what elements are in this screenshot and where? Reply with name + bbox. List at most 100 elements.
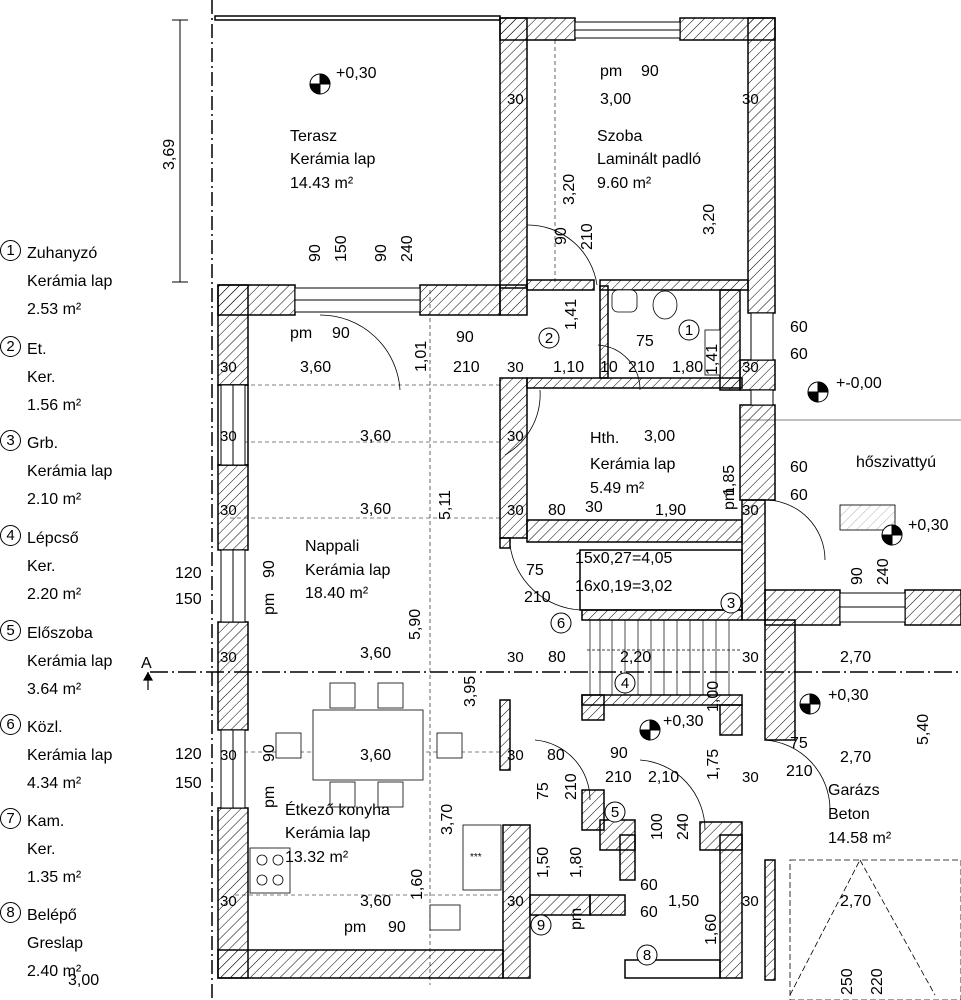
legend-item: 4 Lépcső Ker. 2.20 m² xyxy=(0,525,180,617)
dim-nappali-4: 3,60 xyxy=(360,645,391,662)
level-marker-hall xyxy=(639,719,661,741)
dim-240: 240 xyxy=(399,235,416,262)
legend-item: 1 Zuhanyzó Kerámia lap 2.53 m² xyxy=(0,240,180,332)
room-area-szoba: 9.60 m² xyxy=(597,175,652,192)
dim-80b: 80 xyxy=(548,649,566,666)
dim-100: 1,00 xyxy=(705,681,722,712)
dim-220: 220 xyxy=(869,968,886,995)
legend-room-material: Ker. xyxy=(27,558,56,575)
wt-2: 30 xyxy=(220,428,237,445)
legend-number: 3 xyxy=(0,430,21,451)
legend-room-name: Kam. xyxy=(27,813,65,830)
dim-185: 1,85 xyxy=(721,465,738,496)
dim-90i: 90 xyxy=(261,744,278,762)
dim-210d: 210 xyxy=(605,769,632,786)
room-material-hth: Kerámia lap xyxy=(590,456,675,473)
legend-room-name: Előszoba xyxy=(27,625,93,642)
dim-pm-side-1: pm xyxy=(261,593,278,615)
room-legend: 1 Zuhanyzó Kerámia lap 2.53 m² 2 Et. Ker… xyxy=(0,240,180,1000)
dim-240c: 240 xyxy=(675,813,692,840)
legend-item: 2 Et. Ker. 1.56 m² xyxy=(0,336,180,428)
legend-room-material: Kerámia lap xyxy=(27,273,113,290)
wt-10: 30 xyxy=(507,649,524,666)
dim-pm-nappali: pm xyxy=(290,325,312,342)
level-marker-terasz xyxy=(309,73,331,95)
legend-item: 7 Kam. Ker. 1.35 m² xyxy=(0,808,180,900)
room-material-konyha: Kerámia lap xyxy=(285,825,370,842)
wt-6: 30 xyxy=(220,893,237,910)
legend-item: 3 Grb. Kerámia lap 2.10 m² xyxy=(0,430,180,522)
room-area-garazs: 14.58 m² xyxy=(828,830,892,847)
dim-pm-konyha: pm xyxy=(344,919,366,936)
dim-door-210: 210 xyxy=(453,359,480,376)
dim-bottom-300: 3,00 xyxy=(68,972,99,989)
dim-250: 250 xyxy=(839,968,856,995)
dim-150d: 1,50 xyxy=(535,847,552,878)
dim-60f: 60 xyxy=(790,487,808,504)
dim-141b: 1,41 xyxy=(704,344,721,375)
dim-garazs-540: 5,40 xyxy=(915,714,932,745)
wt-18: 30 xyxy=(742,769,759,786)
level-marker-main xyxy=(807,381,829,403)
wt-12: 30 xyxy=(507,893,524,910)
legend-room-name: Belépő xyxy=(27,907,77,924)
room-name-nappali: Nappali xyxy=(305,538,359,555)
dim-30: 30 xyxy=(585,499,603,516)
room-material-nappali: Kerámia lap xyxy=(305,562,390,579)
dim-210b: 210 xyxy=(628,359,655,376)
legend-room-material: Kerámia lap xyxy=(27,463,113,480)
wt-16: 30 xyxy=(742,502,759,519)
level-markers xyxy=(309,73,903,741)
dim-konyha-2: 3,60 xyxy=(360,893,391,910)
room-level-terasz: +0,30 xyxy=(336,65,377,82)
legend-room-area: 2.53 m² xyxy=(27,301,82,318)
dim-90g: 90 xyxy=(373,244,390,262)
legend-number: 5 xyxy=(0,620,21,641)
wt-7: 30 xyxy=(507,359,524,376)
dim-nappali-1: 3,60 xyxy=(300,359,331,376)
level-label-hoszivattyu: +0,30 xyxy=(908,517,949,534)
windows xyxy=(220,21,906,809)
dim-60c: 60 xyxy=(790,319,808,336)
dim-120b: 120 xyxy=(175,746,202,763)
dim-szoba-width: 3,00 xyxy=(600,91,631,108)
legend-room-area: 1.56 m² xyxy=(27,397,82,414)
wt-3: 30 xyxy=(220,502,237,519)
dim-pm-hth: pm xyxy=(721,488,738,510)
legend-item: 6 Közl. Kerámia lap 4.34 m² xyxy=(0,714,180,806)
wt-14: 30 xyxy=(742,91,759,108)
wt-8: 30 xyxy=(507,428,524,445)
level-label-hall: +0,30 xyxy=(663,713,704,730)
dim-90e: 90 xyxy=(553,227,570,245)
wt-13: 30 xyxy=(507,91,524,108)
wt-19: 30 xyxy=(742,893,759,910)
room-num-8: 8 xyxy=(643,947,651,964)
legend-number: 4 xyxy=(0,525,21,546)
section-mark-label: A xyxy=(141,655,152,672)
dim-150a: 150 xyxy=(175,591,202,608)
room-sill-szoba: pm xyxy=(600,63,622,80)
dim-nappali-window: 90 xyxy=(332,325,350,342)
room-labels: Terasz Kerámia lap 14.43 m² +0,30 Szoba … xyxy=(141,63,949,866)
room-name-konyha: Étkező konyha xyxy=(285,800,390,819)
room-number-texts: 2 1 3 4 6 5 9 8 xyxy=(537,322,735,964)
stairs xyxy=(585,620,740,695)
room-level-garazs: +0,30 xyxy=(828,687,869,704)
stair-label-2: 16x0,19=3,02 xyxy=(575,578,673,595)
dimension-labels-vertical: 3,69 3,20 3,20 210 90 90 150 90 240 1,01… xyxy=(161,139,932,995)
wt-1: 30 xyxy=(220,359,237,376)
dim-konyha-370: 3,70 xyxy=(439,804,456,835)
room-area-konyha: 13.32 m² xyxy=(285,849,349,866)
room-material-szoba: Laminált padló xyxy=(597,151,701,168)
dim-hth-190: 1,90 xyxy=(655,502,686,519)
dim-60e: 60 xyxy=(790,459,808,476)
legend-room-area: 2.40 m² xyxy=(27,963,82,980)
section-arrow xyxy=(142,671,154,690)
legend-room-area: 4.34 m² xyxy=(27,775,82,792)
dim-konyha-1: 3,60 xyxy=(360,747,391,764)
legend-room-area: 3.64 m² xyxy=(27,681,82,698)
legend-item: 8 Belépő Greslap 2.40 m² xyxy=(0,902,180,994)
dim-80: 80 xyxy=(548,502,566,519)
dim-75: 75 xyxy=(636,333,654,350)
dim-150: 1,50 xyxy=(668,893,699,910)
